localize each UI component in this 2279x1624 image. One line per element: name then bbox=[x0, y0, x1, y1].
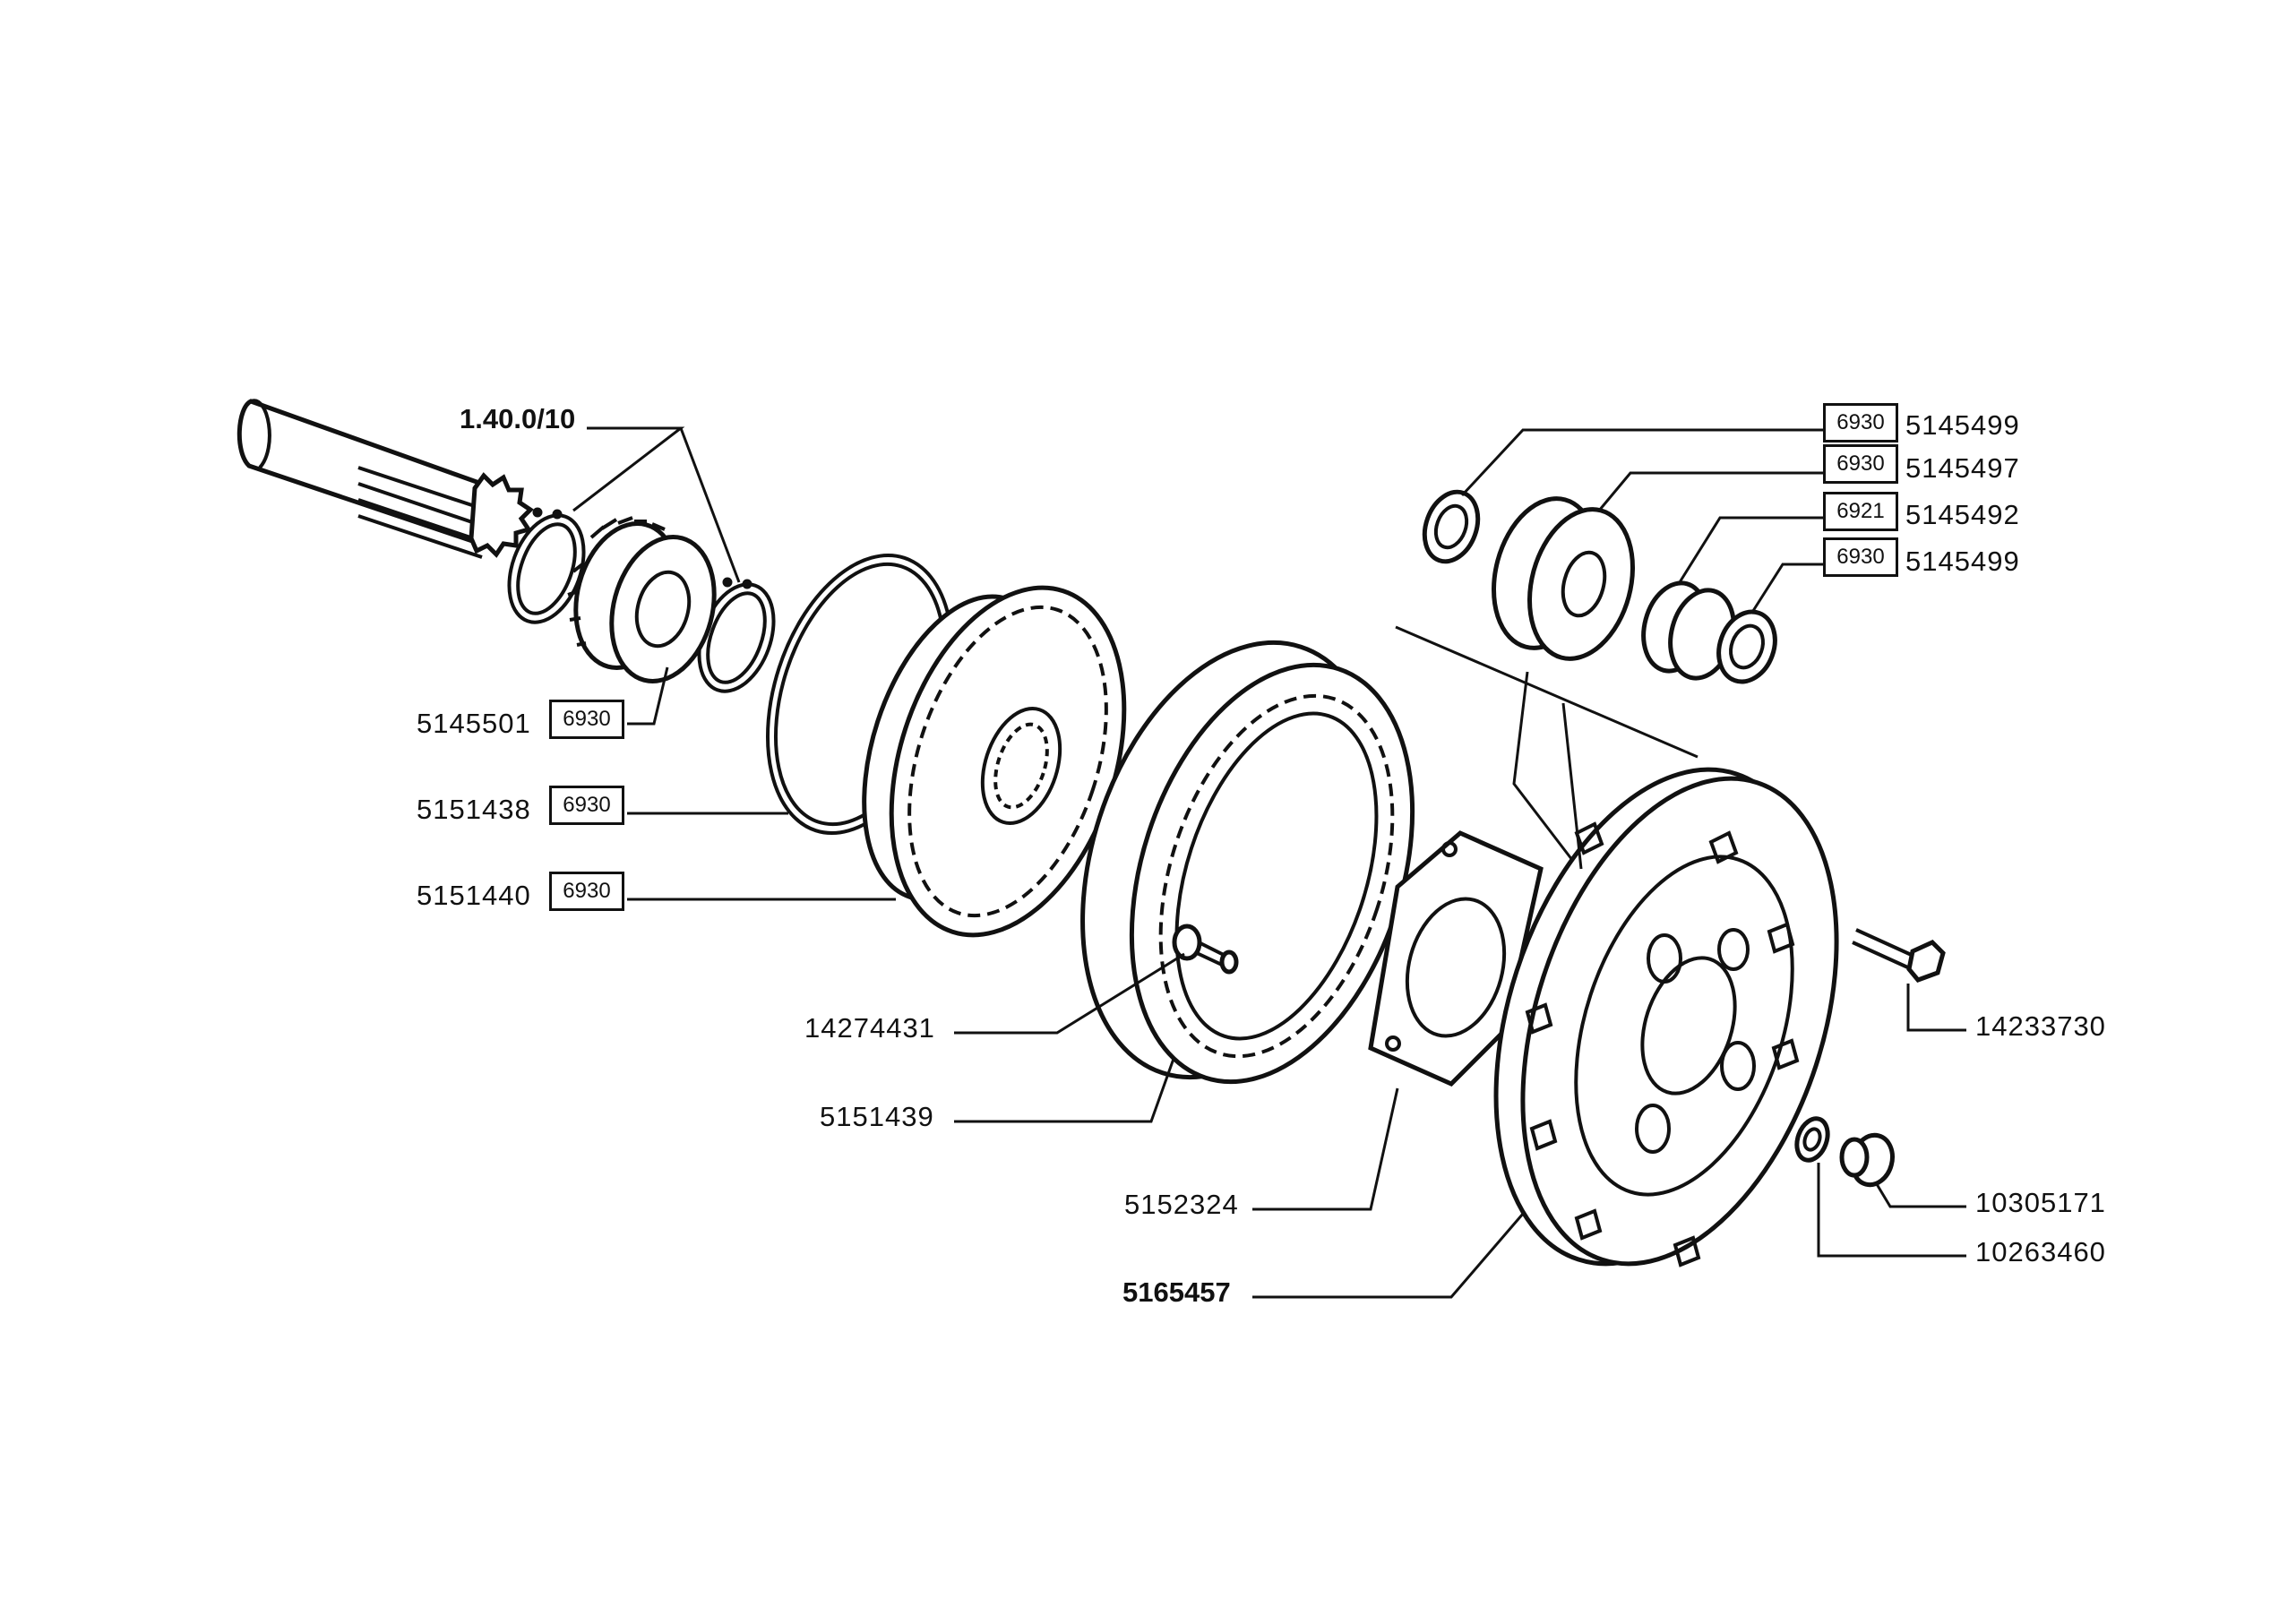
thrust-washer-top bbox=[1422, 489, 1481, 564]
cap-screw-small bbox=[1172, 924, 1239, 975]
callout-label-14274431: 14274431 bbox=[804, 1012, 935, 1044]
callout-label-10263460: 10263460 bbox=[1975, 1236, 2106, 1267]
callout-label-5151438: 5151438 bbox=[417, 794, 531, 825]
ring-gear bbox=[1080, 640, 1415, 1085]
planet-carrier-cover bbox=[1493, 767, 1839, 1267]
ref-box: 6930 bbox=[1823, 403, 1898, 443]
ref-box: 6921 bbox=[1823, 492, 1898, 531]
callout-label-10305171: 10305171 bbox=[1975, 1187, 2106, 1218]
callout-label-1.40.0-10: 1.40.0/10 bbox=[460, 403, 576, 434]
callout-label-5165457: 5165457 bbox=[1122, 1276, 1231, 1308]
callout-label-14233730: 14233730 bbox=[1975, 1010, 2106, 1042]
thrust-washer-bottom bbox=[1716, 609, 1777, 684]
pinion-gear bbox=[567, 516, 717, 683]
callout-label-5145492: 5145492 bbox=[1905, 499, 2020, 530]
ref-box: 6930 bbox=[549, 872, 624, 911]
callout-label-5145497: 5145497 bbox=[1905, 452, 2020, 484]
ref-box: 6930 bbox=[1823, 444, 1898, 484]
plug bbox=[1839, 1132, 1895, 1188]
sun-gear-carrier bbox=[862, 585, 1127, 938]
planet-gear bbox=[1491, 496, 1636, 661]
callout-label-5145501: 5145501 bbox=[417, 708, 531, 739]
sealing-washer bbox=[1794, 1116, 1830, 1163]
callout-label-5145499: 5145499 bbox=[1905, 409, 2020, 441]
ref-box: 6930 bbox=[1823, 537, 1898, 577]
shaft bbox=[236, 399, 534, 559]
callout-label-5151439: 5151439 bbox=[820, 1101, 934, 1132]
callout-label-5151440: 5151440 bbox=[417, 880, 531, 911]
callout-label-5152324: 5152324 bbox=[1124, 1189, 1239, 1220]
assembly-indicator bbox=[1395, 625, 1698, 870]
ref-box: 6930 bbox=[549, 786, 624, 825]
snap-ring-right bbox=[697, 577, 776, 693]
cap-screw-large bbox=[1852, 928, 1946, 983]
leader-lines bbox=[572, 426, 1966, 1299]
callout-label-5145499: 5145499 bbox=[1905, 546, 2020, 577]
ref-box: 6930 bbox=[549, 700, 624, 739]
spacer-plate bbox=[1368, 830, 1544, 1087]
